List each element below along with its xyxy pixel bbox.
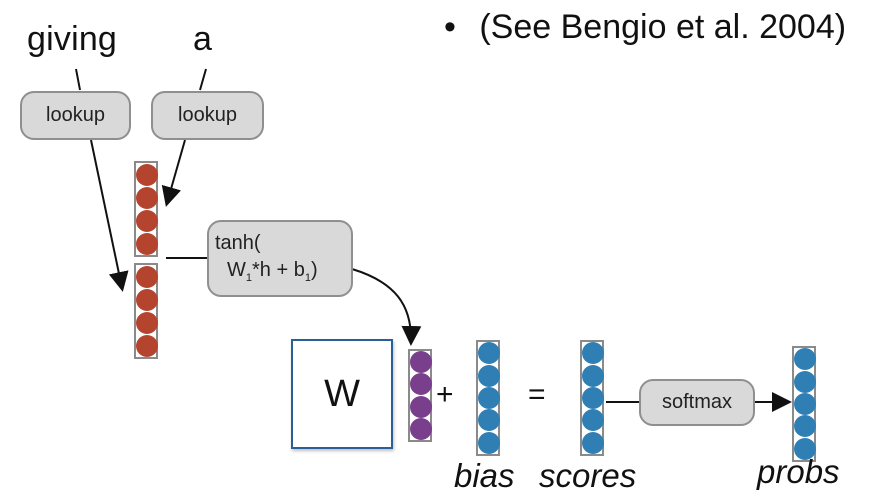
embedding-vector-a xyxy=(134,161,158,257)
citation-text: (See Bengio et al. 2004) xyxy=(479,8,847,46)
vector-unit xyxy=(136,186,158,209)
plus-sign: + xyxy=(436,378,454,411)
lookup-label: lookup xyxy=(46,104,105,126)
input-word-giving: giving xyxy=(27,20,118,58)
vector-unit xyxy=(794,348,816,371)
lookup-label: lookup xyxy=(178,104,237,126)
bias-label: bias xyxy=(454,457,515,494)
lookup-giving-arrow xyxy=(90,139,129,292)
tanh-box: tanh( W1*h + b1) xyxy=(207,220,353,297)
hidden-vector xyxy=(408,349,432,442)
bullet-dot: • xyxy=(444,8,456,46)
embedding-vector-giving xyxy=(134,263,158,359)
vector-unit xyxy=(136,265,158,288)
vector-unit xyxy=(582,342,604,365)
vector-unit xyxy=(478,431,500,454)
vector-unit xyxy=(582,364,604,387)
citation-bullet: • (See Bengio et al. 2004) xyxy=(444,8,846,47)
probs-label: probs xyxy=(757,453,840,490)
vector-unit xyxy=(136,209,158,232)
vector-unit xyxy=(410,373,432,396)
vector-unit xyxy=(582,387,604,409)
vector-unit xyxy=(136,163,158,186)
weight-matrix-W: W xyxy=(291,339,393,449)
vector-unit xyxy=(582,431,604,454)
lookup-box-giving: lookup xyxy=(20,91,131,140)
scores-label: scores xyxy=(539,457,637,494)
a-to-lookup-line xyxy=(199,68,207,91)
vector-unit xyxy=(794,393,816,415)
weight-matrix-label: W xyxy=(324,372,360,415)
vector-unit xyxy=(410,417,432,440)
tanh-line-1: tanh( xyxy=(215,232,261,254)
lookup-box-a: lookup xyxy=(151,91,264,140)
tanh-line-2: W1*h + b1) xyxy=(227,259,318,284)
vector-unit xyxy=(136,334,158,357)
input-word-a: a xyxy=(193,20,213,58)
vector-unit xyxy=(410,395,432,418)
tanh-to-hidden-arrow xyxy=(351,268,422,346)
vector-unit xyxy=(794,415,816,438)
lookup-a-arrow xyxy=(161,139,186,207)
softmax-label: softmax xyxy=(661,391,733,413)
softmax-box: softmax xyxy=(639,379,755,426)
vector-unit xyxy=(478,387,500,409)
vector-unit xyxy=(136,311,158,334)
equals-sign: = xyxy=(528,378,546,411)
vector-unit xyxy=(410,351,432,374)
giving-to-lookup-line xyxy=(75,68,81,91)
bias-vector xyxy=(476,340,500,456)
vector-unit xyxy=(136,232,158,255)
scores-vector xyxy=(580,340,604,456)
vector-unit xyxy=(794,370,816,393)
vector-unit xyxy=(136,288,158,311)
vector-unit xyxy=(478,364,500,387)
vector-unit xyxy=(582,409,604,432)
vector-unit xyxy=(478,342,500,365)
vector-unit xyxy=(478,409,500,432)
probs-vector xyxy=(792,346,816,462)
vector-unit xyxy=(794,437,816,460)
